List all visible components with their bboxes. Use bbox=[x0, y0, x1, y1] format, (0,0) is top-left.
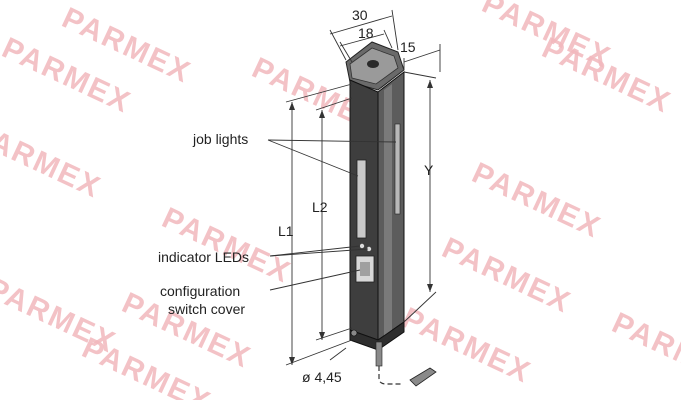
dimension-length-1: L1 bbox=[278, 223, 294, 239]
job-light-side bbox=[394, 123, 401, 215]
config-switch-detail bbox=[360, 262, 370, 276]
callout-config-line1: configuration bbox=[160, 283, 240, 299]
cable-end bbox=[409, 367, 437, 387]
indicator-led bbox=[359, 243, 365, 249]
dimension-width-outer: 30 bbox=[352, 7, 368, 23]
dimension-cable-diameter: ø 4,45 bbox=[302, 369, 342, 385]
callout-job-lights: job lights bbox=[192, 131, 248, 147]
cable-sleeve bbox=[375, 341, 383, 367]
indicator-led bbox=[366, 246, 372, 252]
housing-side-strip bbox=[384, 84, 392, 336]
dimension-depth: 15 bbox=[400, 39, 416, 55]
watermark: PARMEX bbox=[437, 231, 576, 319]
dimension-width-inner: 18 bbox=[358, 25, 374, 41]
bottom-screw bbox=[350, 329, 358, 337]
callout-config-line2: switch cover bbox=[168, 301, 245, 317]
cable bbox=[375, 341, 437, 387]
job-light-front bbox=[356, 159, 367, 239]
watermark: PARMEX bbox=[607, 306, 681, 394]
watermark: PARMEX bbox=[467, 156, 606, 244]
watermark: PARMEX bbox=[157, 201, 296, 289]
dimension-length-2: L2 bbox=[312, 199, 328, 215]
cable-line bbox=[378, 366, 402, 385]
mount-hole bbox=[367, 60, 379, 68]
watermark: PARMEX bbox=[0, 116, 106, 204]
sensor-housing bbox=[345, 41, 405, 351]
bottom-cap bbox=[349, 321, 405, 351]
dimension-lines bbox=[285, 9, 441, 366]
callout-leaders bbox=[267, 139, 397, 291]
callout-indicator-leds: indicator LEDs bbox=[158, 249, 249, 265]
dimension-length-y: Y bbox=[424, 162, 434, 178]
